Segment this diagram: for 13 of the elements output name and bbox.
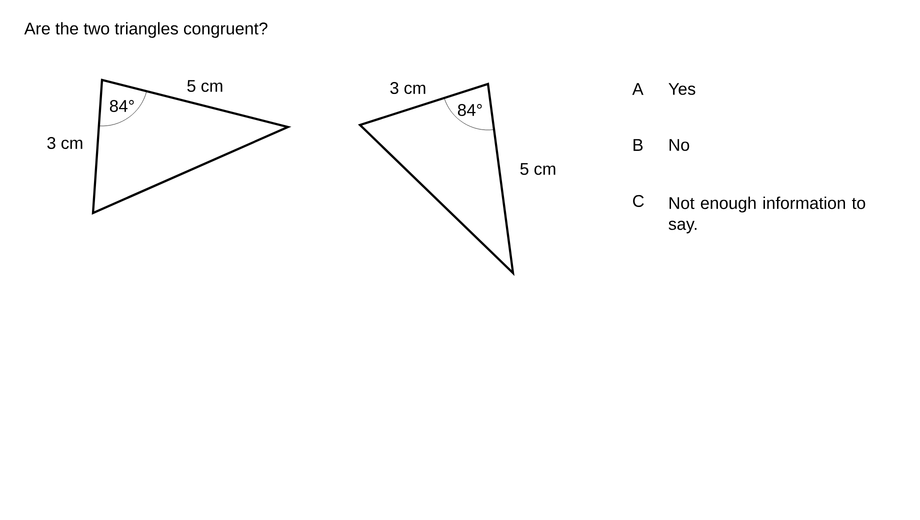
angle-label: 84° xyxy=(110,100,134,112)
option-text: No xyxy=(670,139,690,151)
option-text: Not enough information to say. xyxy=(668,196,866,234)
option-letter: B xyxy=(634,139,643,151)
side-label: 3 cm xyxy=(390,82,426,94)
option-letter: A xyxy=(632,83,644,95)
side-label: 5 cm xyxy=(187,80,222,92)
side-label: 5 cm xyxy=(520,163,556,175)
option-text: Yes xyxy=(668,83,696,95)
option-letter: C xyxy=(633,195,644,207)
side-label: 3 cm xyxy=(47,137,82,149)
question-title: Are the two triangles congruent? xyxy=(24,22,268,38)
angle-label: 84° xyxy=(458,104,482,116)
